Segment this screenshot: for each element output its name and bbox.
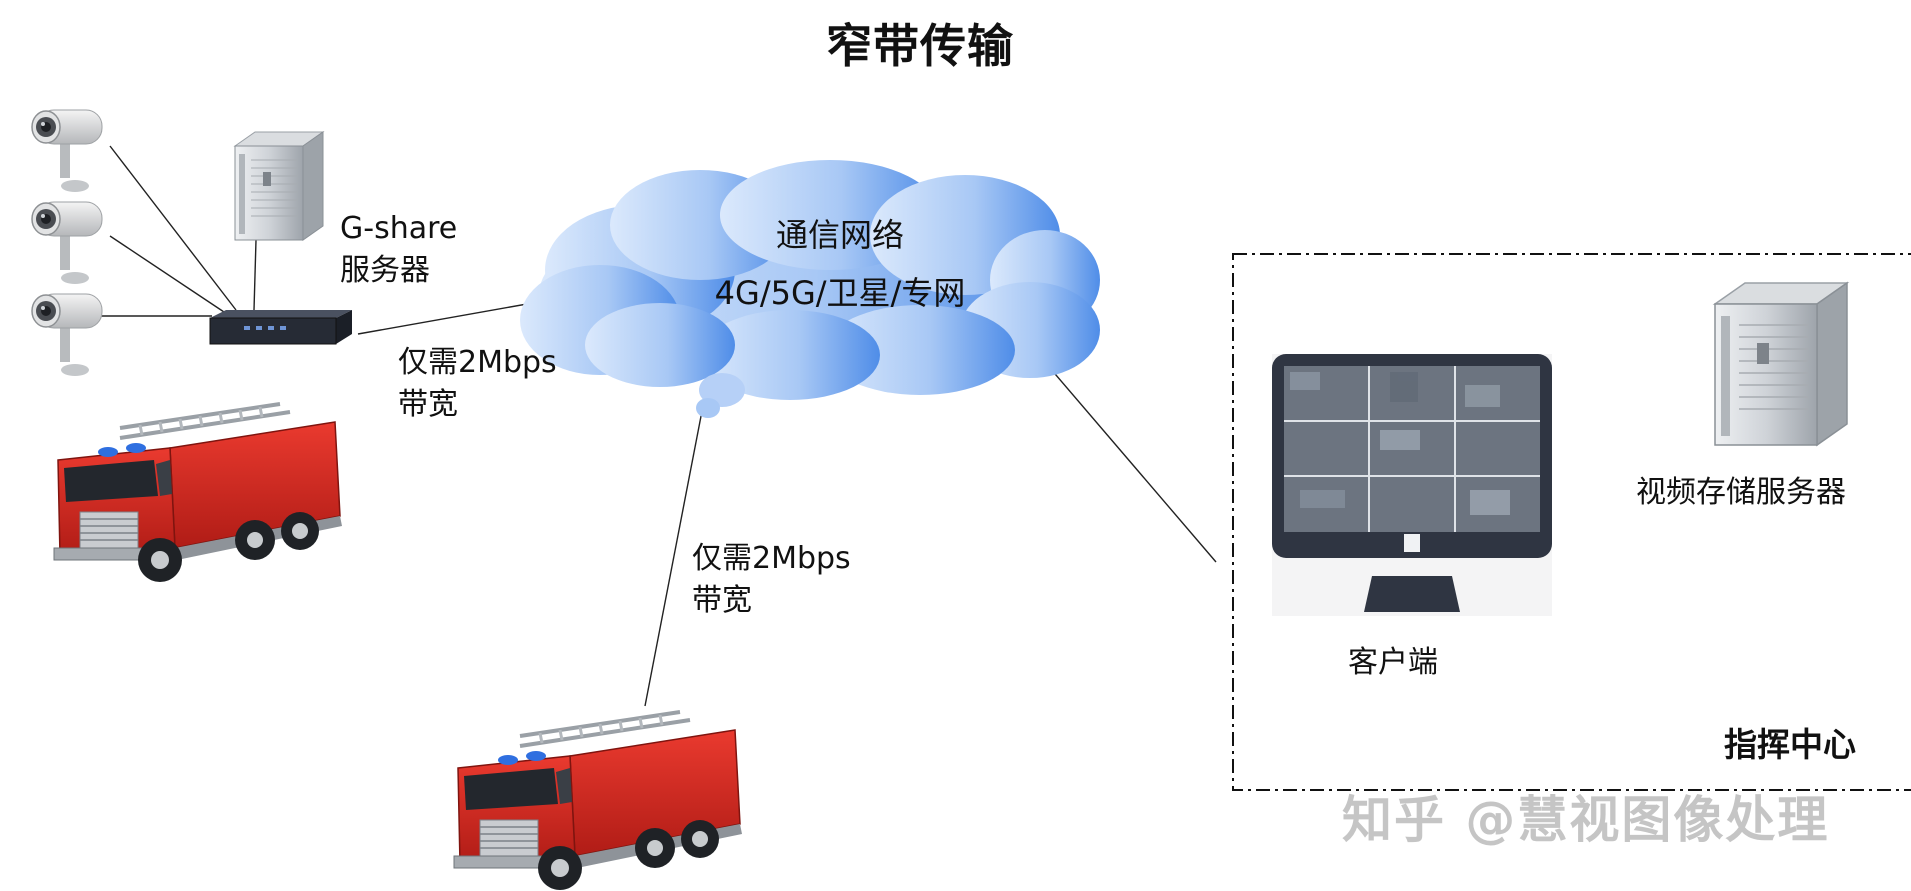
camera-icon xyxy=(31,109,103,193)
gshare-server-label: G-share 服务器 xyxy=(340,208,457,292)
fire-truck-icon xyxy=(452,710,744,891)
watermark: 知乎 @慧视图像处理 xyxy=(1342,791,1830,849)
storage-server-label: 视频存储服务器 xyxy=(1636,475,1846,510)
cloud-icon xyxy=(520,160,1100,418)
bandwidth-label-top-line1: 仅需2Mbps xyxy=(398,345,557,380)
gshare-server-label-line2: 服务器 xyxy=(340,253,430,288)
link-camera-2-encoder xyxy=(109,235,225,313)
cloud-label-line2: 4G/5G/卫星/专网 xyxy=(714,274,966,312)
server-tower-icon xyxy=(1714,282,1848,446)
bandwidth-label-bottom: 仅需2Mbps 带宽 xyxy=(692,538,851,622)
encoder-box-icon xyxy=(209,310,352,345)
bandwidth-label-top: 仅需2Mbps 带宽 xyxy=(398,342,557,426)
command-center-frame xyxy=(1232,253,1911,791)
fire-truck-icon xyxy=(52,402,344,584)
client-label: 客户端 xyxy=(1348,645,1438,680)
link-camera-1-encoder xyxy=(109,145,237,311)
bandwidth-label-top-line2: 带宽 xyxy=(398,387,458,422)
bandwidth-label-bottom-line1: 仅需2Mbps xyxy=(692,541,851,576)
camera-icon xyxy=(31,201,103,285)
gshare-server-label-line1: G-share xyxy=(340,211,458,246)
page-title: 窄带传输 xyxy=(826,19,1014,73)
bandwidth-label-bottom-line2: 带宽 xyxy=(692,583,752,618)
link-gshare-server-encoder xyxy=(253,239,257,311)
link-cloud-command-center xyxy=(1025,339,1217,563)
server-tower-icon xyxy=(234,131,324,241)
monitor-icon xyxy=(1272,354,1552,616)
camera-icon xyxy=(31,293,103,377)
link-cloud-truck xyxy=(644,379,709,707)
cloud-label-line1: 通信网络 xyxy=(775,216,904,254)
connection-lines xyxy=(100,145,1217,707)
cloud-label: 通信网络 4G/5G/卫星/专网 xyxy=(700,206,980,322)
command-center-title: 指挥中心 xyxy=(1724,725,1856,764)
